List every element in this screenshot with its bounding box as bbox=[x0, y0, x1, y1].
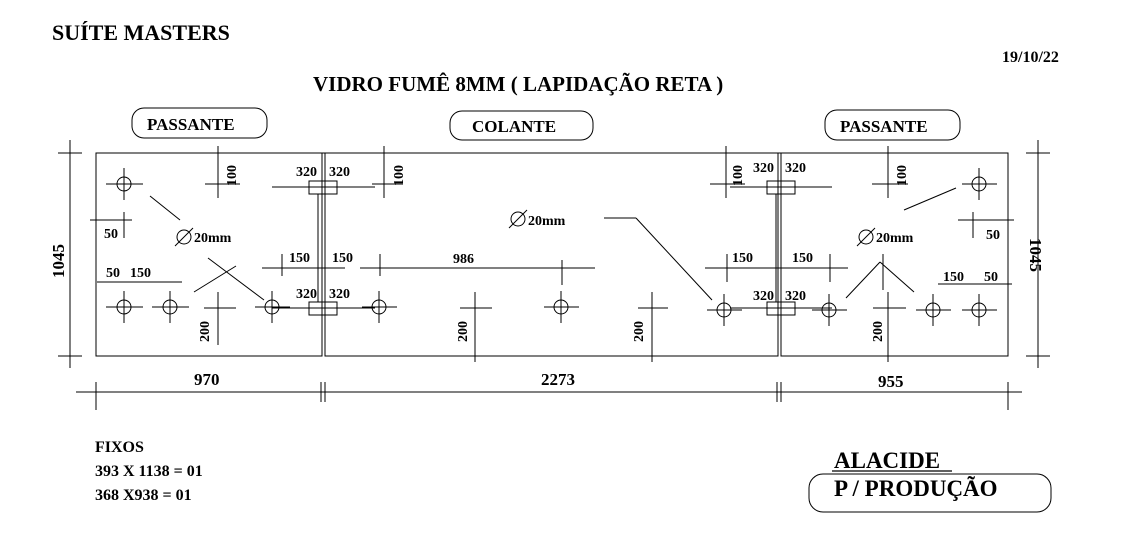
dim-150: 150 bbox=[943, 270, 964, 285]
width-label-left: 970 bbox=[194, 370, 220, 389]
panel-label-center-text: COLANTE bbox=[472, 117, 556, 136]
glass-panel-left bbox=[95, 152, 323, 357]
reference-lines bbox=[97, 217, 1012, 301]
dim-50: 50 bbox=[984, 270, 998, 285]
production-note: P / PRODUÇÃO bbox=[834, 476, 998, 501]
fixed-line-2: 368 X938 = 01 bbox=[95, 487, 192, 504]
diameter-icon bbox=[508, 209, 528, 229]
hole bbox=[962, 168, 997, 200]
dim-150: 150 bbox=[792, 251, 813, 266]
dim-50: 50 bbox=[106, 266, 120, 281]
dim-320: 320 bbox=[753, 161, 774, 176]
glass-panel-right bbox=[780, 152, 1009, 357]
dim-320: 320 bbox=[329, 287, 350, 302]
height-dimension-left: 1045 bbox=[49, 140, 82, 368]
hole bbox=[255, 291, 290, 323]
diameter-icon bbox=[174, 227, 194, 247]
hole-diameter-label: 20mm bbox=[528, 214, 566, 229]
hinge-connectors bbox=[272, 180, 832, 316]
dim-50: 50 bbox=[104, 227, 118, 242]
fixed-line-1: 393 X 1138 = 01 bbox=[95, 463, 203, 480]
dim-50: 50 bbox=[986, 228, 1000, 243]
glass-panel-center bbox=[324, 152, 779, 357]
hole bbox=[106, 168, 143, 200]
dim-150: 150 bbox=[732, 251, 753, 266]
hole-diameter-label: 20mm bbox=[194, 231, 232, 246]
dim-200: 200 bbox=[456, 321, 471, 342]
dim-320: 320 bbox=[296, 165, 317, 180]
width-label-right: 955 bbox=[878, 372, 904, 391]
leader-lines bbox=[149, 187, 957, 301]
dim-320: 320 bbox=[296, 287, 317, 302]
hole bbox=[362, 291, 397, 323]
dim-100: 100 bbox=[895, 165, 910, 186]
dim-150: 150 bbox=[332, 251, 353, 266]
offset-ticks bbox=[90, 146, 1014, 362]
hole bbox=[812, 294, 847, 326]
dim-986: 986 bbox=[453, 252, 474, 267]
hole bbox=[707, 294, 742, 326]
hole bbox=[544, 291, 579, 323]
hole bbox=[962, 294, 997, 326]
width-label-center: 2273 bbox=[541, 370, 575, 389]
hole-diameter-label: 20mm bbox=[876, 231, 914, 246]
panel-label-left-text: PASSANTE bbox=[147, 115, 235, 134]
hole bbox=[152, 291, 189, 323]
hole bbox=[916, 294, 951, 326]
height-label-left: 1045 bbox=[49, 244, 68, 278]
dim-150: 150 bbox=[289, 251, 310, 266]
fixed-panels-notes: FIXOS 393 X 1138 = 01 368 X938 = 01 bbox=[95, 439, 203, 504]
height-label-right: 1045 bbox=[1026, 238, 1045, 272]
dim-100: 100 bbox=[392, 165, 407, 186]
dim-200: 200 bbox=[198, 321, 213, 342]
panel-label-right: PASSANTE bbox=[824, 109, 961, 141]
hole bbox=[106, 291, 143, 323]
panel-label-left: PASSANTE bbox=[131, 107, 268, 139]
panel-label-right-text: PASSANTE bbox=[840, 117, 928, 136]
page-title: VIDRO FUMÊ 8MM ( LAPIDAÇÃO RETA ) bbox=[313, 72, 723, 96]
dim-320: 320 bbox=[785, 161, 806, 176]
date-label: 19/10/22 bbox=[1002, 49, 1059, 66]
height-dimension-right: 1045 bbox=[1026, 140, 1050, 368]
diameter-icon bbox=[856, 227, 876, 247]
company-name: ALACIDE bbox=[834, 448, 940, 473]
panel-label-center: COLANTE bbox=[449, 110, 594, 141]
dim-320: 320 bbox=[753, 289, 774, 304]
dim-200: 200 bbox=[632, 321, 647, 342]
drill-holes bbox=[106, 168, 997, 326]
width-dimension: 970 2273 955 bbox=[76, 370, 1022, 410]
production-stamp: ALACIDE P / PRODUÇÃO bbox=[808, 448, 1052, 513]
dimension-labels: 100 100 100 100 200 200 200 200 320 320 … bbox=[104, 161, 1000, 342]
dim-100: 100 bbox=[225, 165, 240, 186]
client-name: SUÍTE MASTERS bbox=[52, 20, 230, 45]
dim-320: 320 bbox=[785, 289, 806, 304]
dim-150: 150 bbox=[130, 266, 151, 281]
dim-100: 100 bbox=[731, 165, 746, 186]
dim-320: 320 bbox=[329, 165, 350, 180]
glass-panels bbox=[95, 152, 1009, 357]
fixed-heading: FIXOS bbox=[95, 439, 144, 456]
dim-200: 200 bbox=[871, 321, 886, 342]
